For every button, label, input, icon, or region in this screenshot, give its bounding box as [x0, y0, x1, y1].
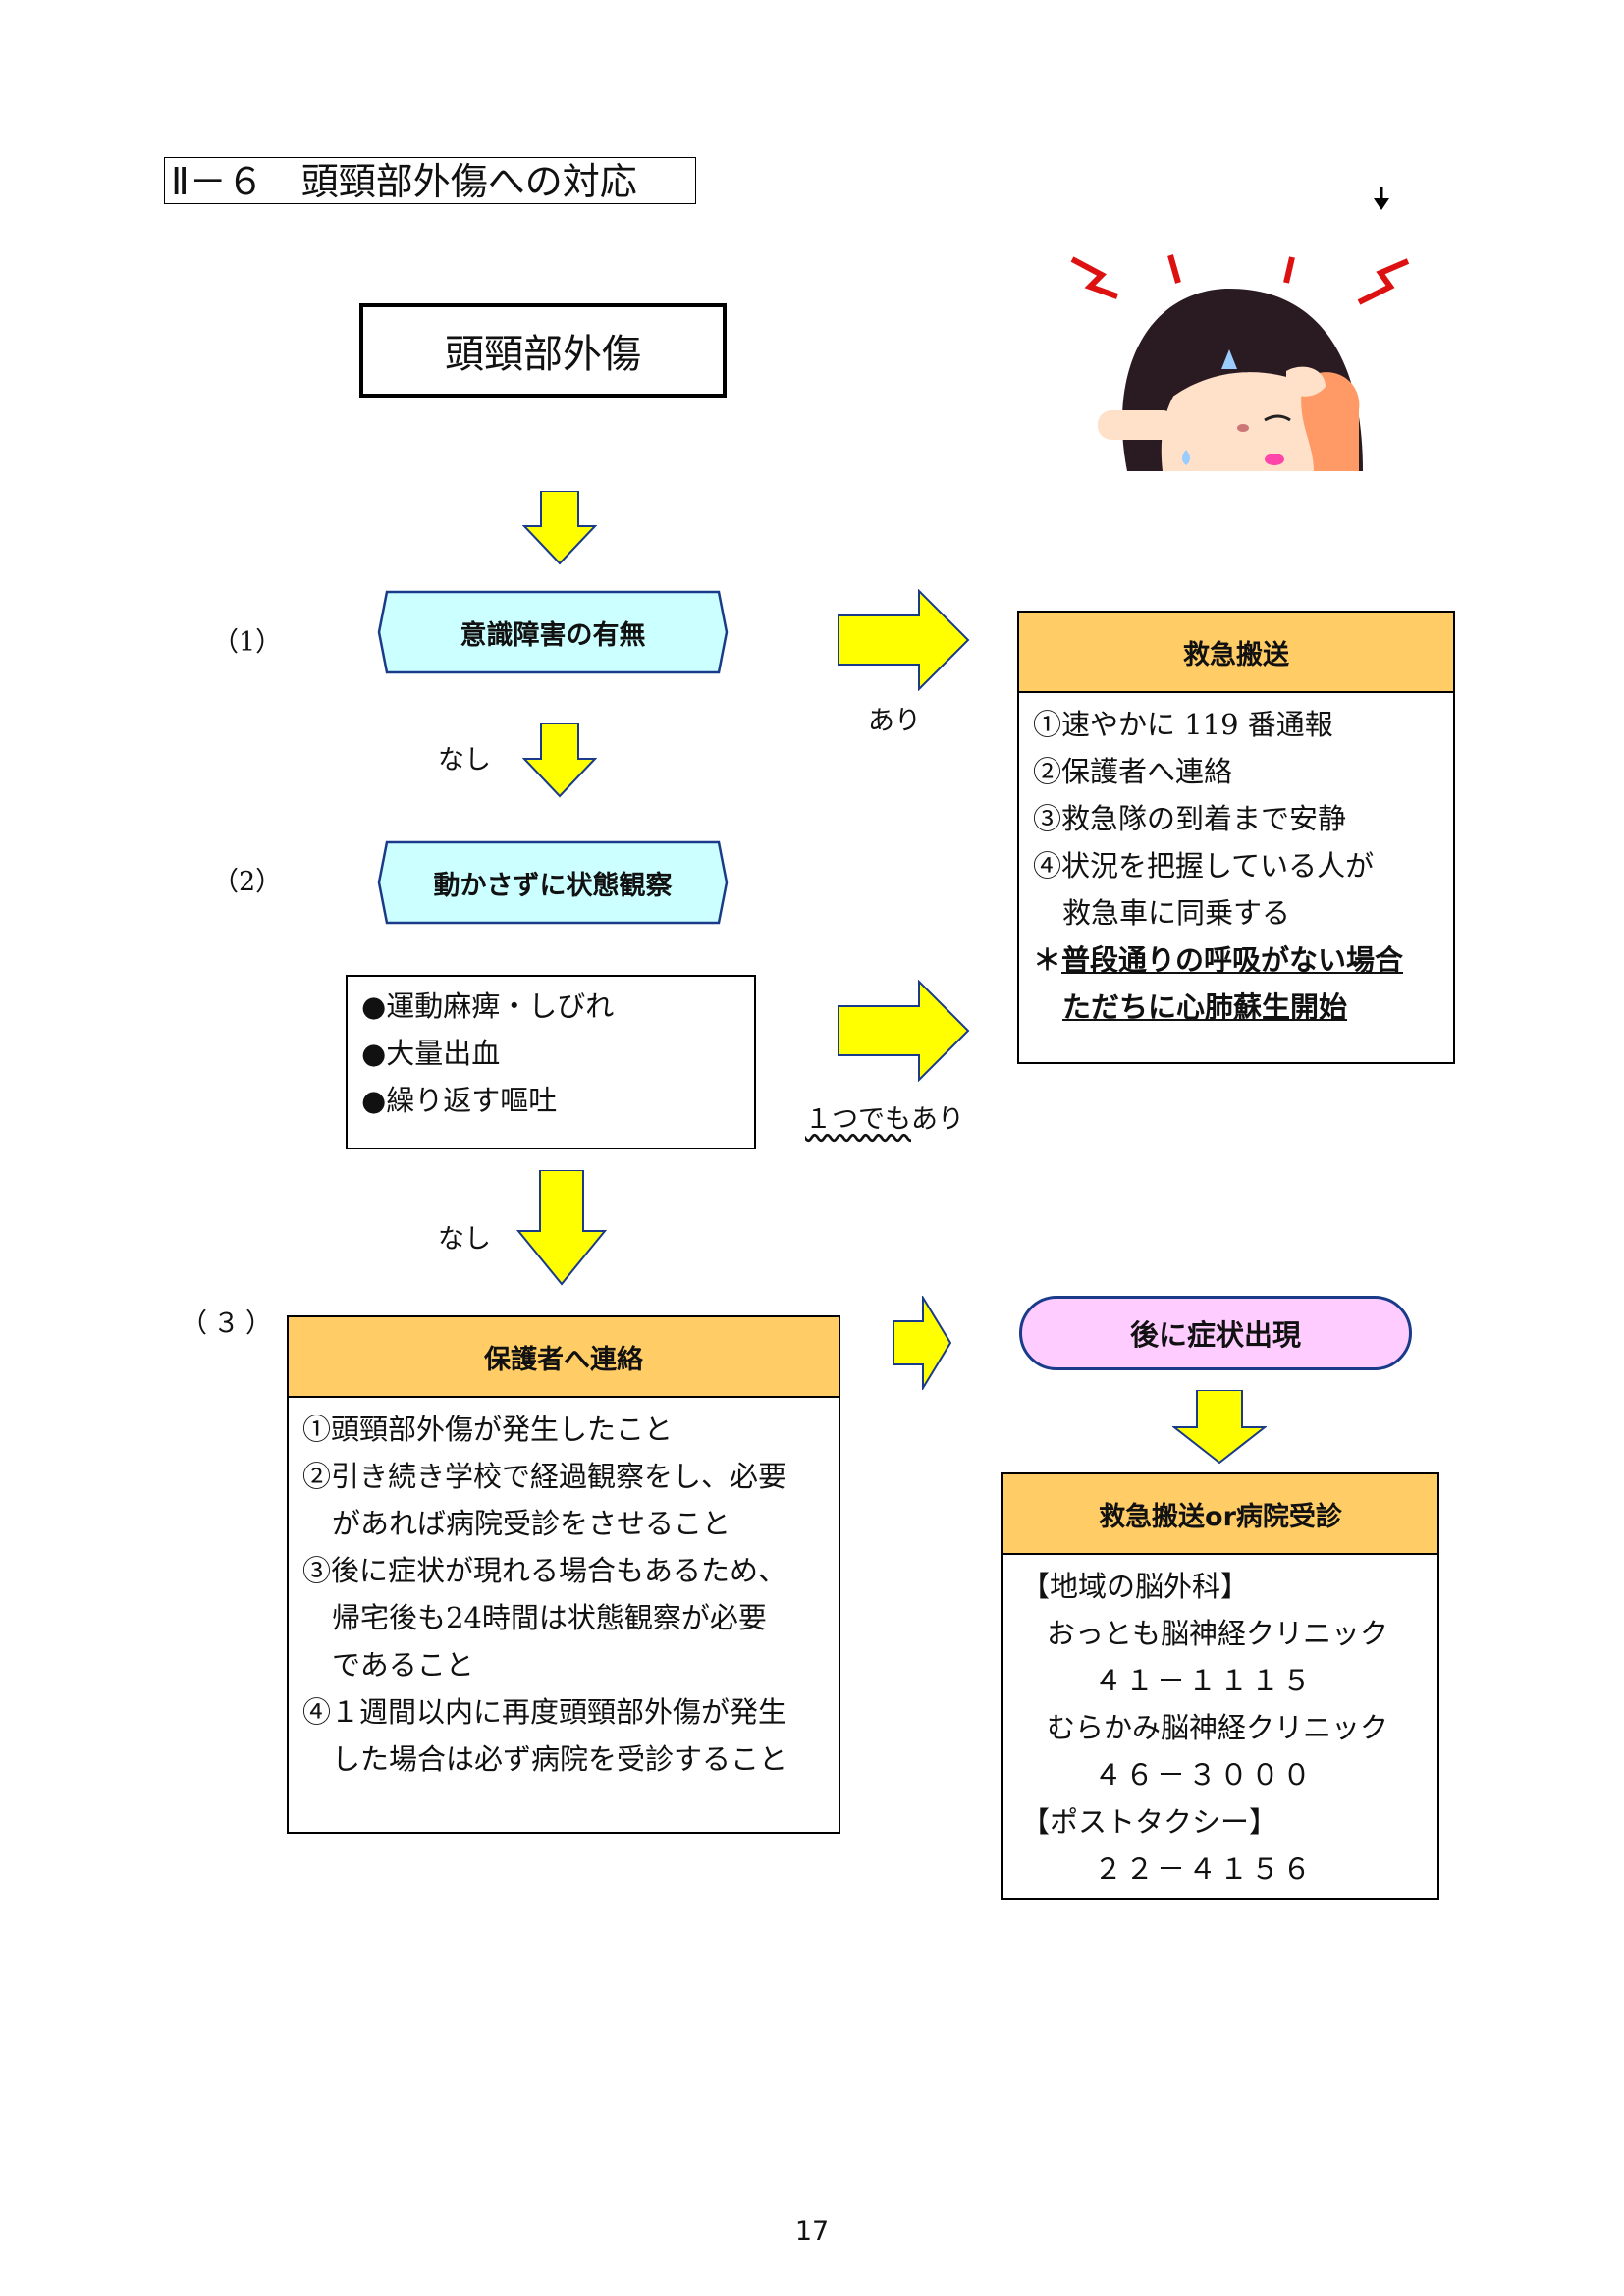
guardian-panel: 保護者へ連絡 ①頭頸部外傷が発生したこと ②引き続き学校で経過観察をし、必要 が… [287, 1315, 840, 1834]
note-mark: ＊ [1033, 943, 1062, 977]
emergency-note: ＊普段通りの呼吸がない場合 [1033, 936, 1441, 984]
emergency-panel: 救急搬送 ①速やかに 119 番通報 ②保護者へ連絡 ③救急隊の到着まで安静 ④… [1017, 611, 1455, 1064]
symptoms-box: ●運動麻痺・しびれ ●大量出血 ●繰り返す嘔吐 [346, 975, 756, 1149]
step-number-2: （2） [212, 867, 283, 897]
emergency-note-2: ただちに心肺蘇生開始 [1033, 984, 1441, 1031]
guardian-line: であること [332, 1648, 474, 1682]
label-ari: あり [868, 706, 921, 736]
hospital-panel: 救急搬送or病院受診 【地域の脳外科】 おっとも脳神経クリニック ４１－１１１５… [1001, 1472, 1439, 1900]
hospital-line: おっとも脳神経クリニック [1047, 1617, 1389, 1650]
step-number-1: （1） [212, 627, 283, 658]
label-nashi-2: なし [438, 1224, 491, 1255]
down-arrow-3 [516, 1170, 607, 1286]
step-number-3: （３） [181, 1308, 278, 1339]
later-symptoms-pill: 後に症状出現 [1019, 1296, 1412, 1370]
label-one-or-more: １つでもあり [805, 1097, 964, 1136]
guardian-line: ②引き続き学校で経過観察をし、必要 [302, 1460, 787, 1493]
note-line-2: ただちに心肺蘇生開始 [1062, 990, 1348, 1024]
arrow-down-icon [1374, 187, 1389, 210]
label-one-or-more-emph: １つでも [805, 1104, 911, 1135]
guardian-title: 保護者へ連絡 [289, 1317, 839, 1398]
down-arrow-4 [1172, 1390, 1267, 1465]
emergency-item: ④状況を把握している人が [1033, 849, 1375, 882]
down-arrow-1 [522, 491, 597, 565]
right-arrow-2 [838, 980, 970, 1082]
right-arrow-1 [838, 589, 970, 691]
hospital-title: 救急搬送or病院受診 [1003, 1474, 1437, 1555]
emergency-item: ③救急隊の到着まで安静 [1033, 802, 1347, 835]
emergency-title: 救急搬送 [1019, 613, 1453, 693]
hospital-line: 【地域の脳外科】 [1021, 1570, 1250, 1603]
label-one-or-more-suffix: あり [911, 1104, 964, 1135]
guardian-line: ③後に症状が現れる場合もあるため、 [302, 1554, 787, 1587]
hospital-line: 【ポストタクシー】 [1021, 1805, 1278, 1839]
note-line-1: 普段通りの呼吸がない場合 [1061, 943, 1404, 977]
page-number: 17 [794, 2216, 830, 2247]
emergency-item: 救急車に同乗する [1062, 896, 1291, 930]
consciousness-check-label: 意識障害の有無 [460, 619, 646, 651]
consciousness-check-box: 意識障害の有無 [377, 590, 729, 674]
emergency-item: ②保護者へ連絡 [1033, 755, 1233, 788]
down-arrow-2 [522, 723, 597, 798]
hospital-phone: ４１－１１１５ [1094, 1664, 1315, 1697]
label-nashi-1: なし [438, 745, 491, 775]
main-topic-box: 頭頸部外傷 [359, 303, 727, 398]
guardian-line: 帰宅後も24時間は状態観察が必要 [332, 1601, 767, 1634]
observation-label: 動かさずに状態観察 [433, 870, 673, 901]
symptom-item: ●大量出血 [361, 1037, 501, 1070]
guardian-line: ④１週間以内に再度頭頸部外傷が発生 [302, 1695, 787, 1729]
observation-box: 動かさずに状態観察 [377, 840, 729, 925]
guardian-line: した場合は必ず病院を受診すること [332, 1742, 788, 1776]
hospital-phone: ４６－３０００ [1094, 1758, 1315, 1791]
right-arrow-3 [893, 1296, 952, 1390]
page-title: Ⅱ－６ 頭頸部外傷への対応 [164, 157, 696, 204]
hospital-line: むらかみ脳神経クリニック [1047, 1711, 1389, 1744]
taxi-phone: ２２－４１５６ [1094, 1852, 1315, 1886]
symptom-item: ●繰り返す嘔吐 [361, 1084, 558, 1117]
guardian-line: ①頭頸部外傷が発生したこと [302, 1413, 674, 1446]
symptom-item: ●運動麻痺・しびれ [361, 989, 615, 1023]
headache-illustration [1070, 254, 1410, 471]
emergency-item: ①速やかに 119 番通報 [1033, 708, 1333, 741]
guardian-line: があれば病院受診をさせること [332, 1507, 731, 1540]
